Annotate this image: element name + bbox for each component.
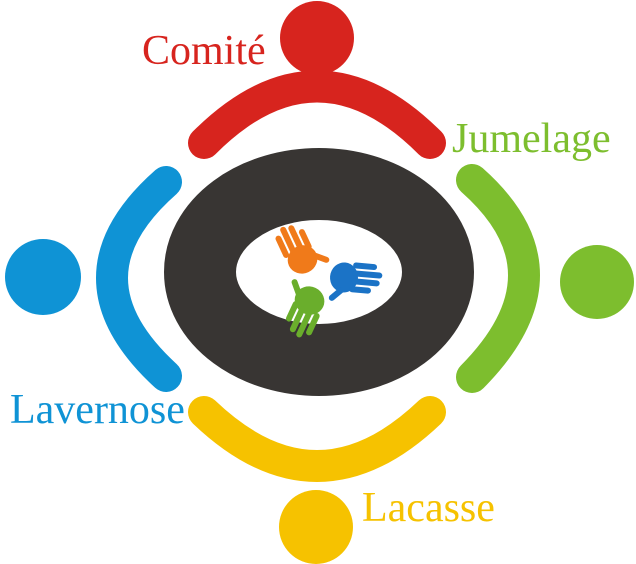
label-lavernose: Lavernose (10, 387, 185, 433)
person-green-icon (456, 164, 634, 393)
label-lacasse: Lacasse (362, 485, 495, 531)
person-blue-icon (5, 166, 182, 392)
hands-icon (275, 225, 383, 338)
person-yellow-icon (188, 396, 446, 564)
person-red-icon (188, 1, 446, 159)
label-jumelage: Jumelage (452, 116, 611, 162)
central-ring (164, 148, 474, 396)
label-comite: Comité (142, 28, 266, 74)
